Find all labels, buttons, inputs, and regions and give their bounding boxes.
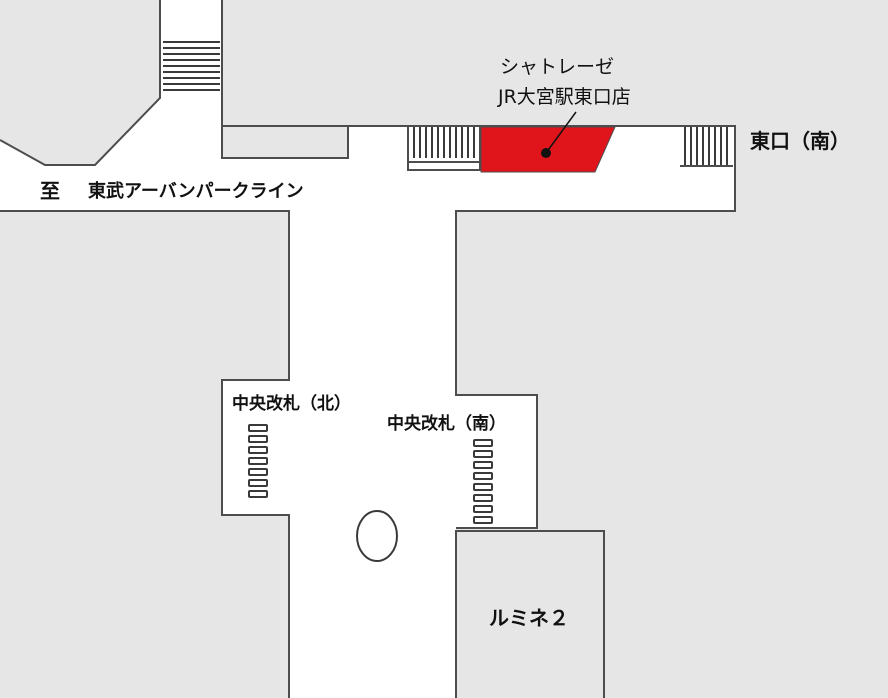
store-name-label: シャトレーゼ: [500, 56, 615, 78]
building-block-top-left: [0, 0, 160, 165]
to-marker-label: 至: [40, 179, 60, 203]
corridor-block: [222, 126, 348, 158]
store-leader-line: [545, 111, 577, 154]
walkways: [0, 0, 735, 698]
tobu-line-label: 東武アーバンパークライン: [88, 181, 304, 202]
central-gate-south-label: 中央改札（南）: [387, 414, 506, 434]
gates-north: [248, 424, 268, 498]
stairs-shop: [413, 127, 475, 158]
stairs-top-left: [163, 41, 220, 91]
oval-column: [356, 510, 398, 562]
gates-south: [473, 439, 493, 524]
wall-outlines: [0, 0, 736, 698]
lumine-block: [456, 531, 604, 698]
east-exit-label: 東口（南）: [750, 129, 850, 153]
lumine-label: ルミネ２: [489, 606, 569, 630]
stairs-east-exit: [684, 127, 728, 165]
central-gate-north-label: 中央改札（北）: [232, 394, 351, 414]
store-branch-label: JR大宮駅東口店: [498, 86, 631, 108]
